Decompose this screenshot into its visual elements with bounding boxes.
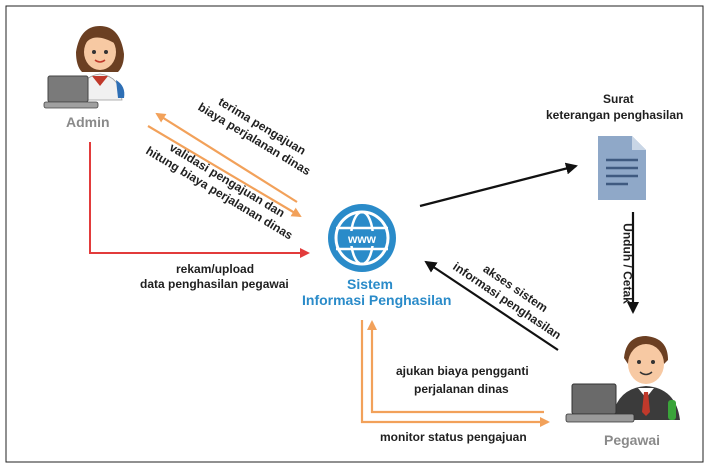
arrow-akses-sistem [424,260,559,351]
arrow-validasi [147,125,302,218]
label-ajukan-line2: perjalanan dinas [414,382,509,396]
pegawai-icon [565,336,680,423]
label-rekam-line1: rekam/upload [176,262,255,276]
arrow-terima-pengajuan [155,112,298,203]
arrow-rekam-upload [89,142,310,258]
label-monitor: monitor status pengajuan [380,430,527,444]
frame-border [5,5,704,463]
www-globe-icon: www [328,204,396,272]
label-rekam-line2: data penghasilan pegawai [140,277,289,291]
system-name-line2: Informasi Penghasilan [302,292,452,308]
admin-icon [43,26,125,109]
system-name-line1: Sistem [347,276,393,292]
arrow-to-surat [419,162,578,208]
www-icon-text: www [347,232,377,246]
label-ajukan-line1: ajukan biaya pengganti [396,364,529,378]
arrow-monitor [360,320,550,427]
admin-label: Admin [66,114,110,130]
pegawai-label: Pegawai [604,432,661,448]
document-icon [598,136,646,200]
document-title-line2: keterangan penghasilan [546,108,684,122]
label-unduh-cetak: Unduh / Cetak [620,223,635,304]
document-title-line1: Surat [603,92,634,106]
arrow-ajukan [367,320,544,414]
